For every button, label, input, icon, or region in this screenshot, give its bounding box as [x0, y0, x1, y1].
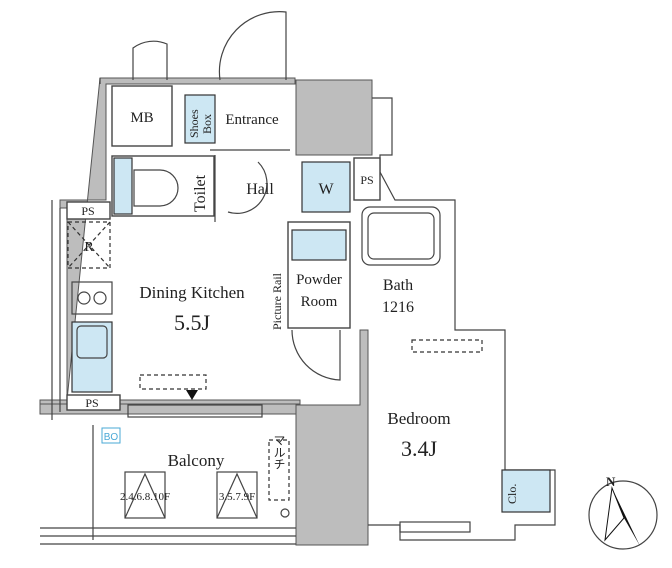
- compass-ring: [588, 480, 658, 550]
- ps-bottom-label: PS: [85, 396, 98, 410]
- powder-label-1: Powder: [296, 272, 342, 288]
- washer-space: [301, 161, 351, 213]
- hatch-odd: [216, 471, 258, 519]
- bath-label: Bath: [383, 277, 413, 294]
- hatch-even-label: 2.4.6.8.10F: [120, 491, 170, 503]
- ps-right: [353, 157, 381, 201]
- toilet-label: Toilet: [192, 174, 209, 212]
- mb-room: [111, 85, 173, 147]
- doors: [132, 11, 341, 381]
- balcony-window: [127, 404, 263, 418]
- ps-left-label: PS: [81, 204, 94, 218]
- refrigerator-space: [67, 221, 111, 269]
- multi-label: マルチ: [272, 434, 286, 470]
- compass-north-label: N: [606, 474, 616, 489]
- walls: [39, 77, 556, 546]
- north-arrow-icon: [612, 488, 640, 546]
- stove: [71, 281, 113, 315]
- aircon: [139, 374, 207, 390]
- closet: [501, 469, 551, 513]
- powder-label-2: Room: [301, 294, 338, 310]
- toilet-bowl: [133, 169, 179, 207]
- powder-sink: [291, 229, 347, 261]
- entrance-label: Entrance: [225, 112, 279, 128]
- bedroom-size: 3.4J: [401, 436, 438, 461]
- bo-box: [101, 427, 121, 444]
- toilet-tank: [113, 157, 133, 215]
- aircon-arrow-icon: [186, 390, 198, 400]
- bath-size: 1216: [382, 299, 414, 316]
- hatch-odd-label: 3.5.7.9F: [219, 491, 255, 503]
- closet-label: Clo.: [505, 484, 519, 504]
- compass: N: [588, 474, 658, 550]
- refrigerator-label: R: [84, 240, 94, 255]
- ps-right-label: PS: [360, 173, 373, 187]
- ps-bottom: [66, 394, 121, 411]
- dining-kitchen-label: Dining Kitchen: [139, 283, 245, 302]
- shaft-block: [295, 79, 373, 156]
- shoes-box-label-1: Shoes: [187, 109, 201, 138]
- column-block: [295, 329, 369, 546]
- shoes-box-label-2: Box: [200, 114, 214, 134]
- bo-label: BO: [104, 432, 119, 443]
- washer-label: W: [318, 181, 334, 198]
- bedroom-aircon: [411, 339, 483, 353]
- mb-label: MB: [130, 110, 153, 126]
- shoes-box: [184, 94, 216, 144]
- multi-box: [268, 439, 290, 501]
- balcony-label: Balcony: [168, 451, 225, 470]
- ps-left: [66, 201, 111, 220]
- picture-rail-label: Picture Rail: [270, 272, 284, 330]
- hatch-even: [124, 471, 166, 519]
- hall-label: Hall: [246, 181, 274, 198]
- bedroom-window: [399, 521, 471, 533]
- dining-kitchen-size: 5.5J: [174, 310, 211, 335]
- bedroom-label: Bedroom: [387, 409, 450, 428]
- bathtub: [361, 206, 441, 266]
